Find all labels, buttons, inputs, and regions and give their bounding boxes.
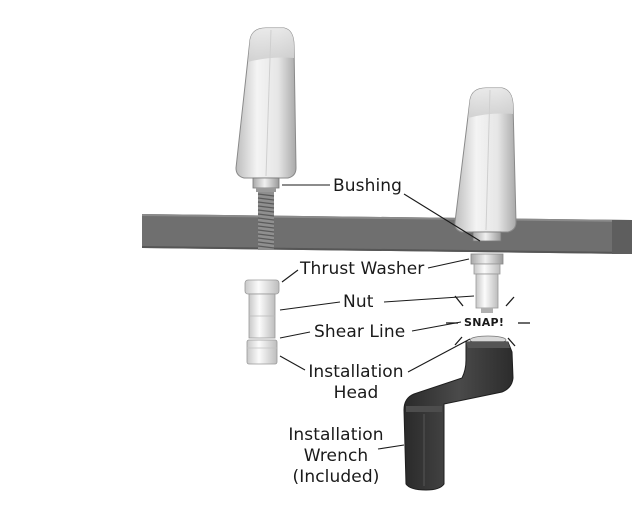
installation-wrench <box>403 341 514 491</box>
thread-line <box>257 209 275 213</box>
thread-line <box>257 205 275 209</box>
installation-head-label-line2: Head <box>333 383 379 403</box>
leader-nut-left <box>279 301 341 311</box>
leader-thrust-washer-right <box>427 258 470 269</box>
thread-line <box>257 229 275 233</box>
countertop <box>142 214 632 254</box>
left-nut <box>244 279 280 339</box>
right-thrust-washer <box>470 253 504 265</box>
leader-installation-wrench <box>377 444 405 450</box>
leader-installation-head-right <box>407 338 471 373</box>
leader-shear-line-right <box>411 321 462 332</box>
leader-installation-head-left <box>279 355 306 371</box>
left-spout <box>235 27 297 179</box>
left-bushing <box>252 177 280 192</box>
thread-line <box>257 237 275 241</box>
thread-line <box>257 233 275 237</box>
leader-nut-right <box>383 295 475 303</box>
snap-label: SNAP! <box>464 316 505 329</box>
bushing-label: Bushing <box>333 176 403 196</box>
installation-head-label-line1: Installation <box>308 362 404 382</box>
leader-shear-line-left <box>279 331 311 339</box>
installation-wrench-label-line3: (Included) <box>292 467 380 487</box>
right-nut <box>473 263 501 313</box>
thread-line <box>257 201 275 205</box>
leader-thrust-washer-left <box>281 269 299 283</box>
thread-line <box>257 221 275 225</box>
left-threaded-shank <box>257 192 275 250</box>
shear-line-label: Shear Line <box>314 322 406 342</box>
nut-label: Nut <box>343 292 374 312</box>
installation-wrench-label-line1: Installation <box>288 425 384 445</box>
thread-line <box>257 213 275 217</box>
thrust-washer-label: Thrust Washer <box>300 259 425 279</box>
thread-line <box>257 245 275 249</box>
thread-line <box>257 193 275 197</box>
thread-line <box>257 217 275 221</box>
left-installation-head <box>246 339 278 365</box>
installation-wrench-label-line2: Wrench <box>303 446 369 466</box>
thread-line <box>257 241 275 245</box>
snap-burst <box>446 295 530 347</box>
leader-lines <box>279 184 481 450</box>
thread-line <box>257 225 275 229</box>
thread-line <box>257 197 275 201</box>
right-spout <box>454 87 517 233</box>
leader-bushing-right <box>403 193 481 242</box>
